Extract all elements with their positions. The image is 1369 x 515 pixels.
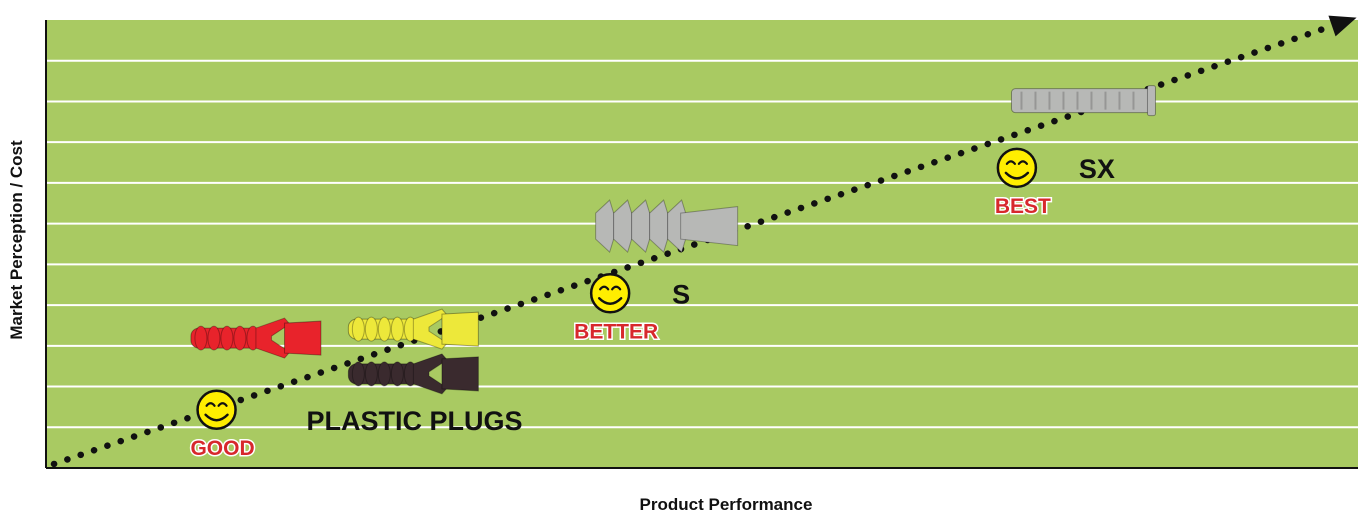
product-label: S [672,279,690,309]
product-label: SX [1079,154,1115,184]
smiley-icon [198,391,236,429]
smiley-icon [591,274,629,312]
rating-label: BETTER [574,320,658,343]
product-label: PLASTIC PLUGS [307,406,523,436]
x-axis-title: Product Performance [640,495,813,514]
smiley-icon [998,149,1036,187]
rating-label: GOOD [190,437,254,460]
rating-label: BEST [995,195,1051,218]
sx-plug-icon [1011,86,1155,116]
y-axis-title: Market Perception / Cost [7,140,26,340]
